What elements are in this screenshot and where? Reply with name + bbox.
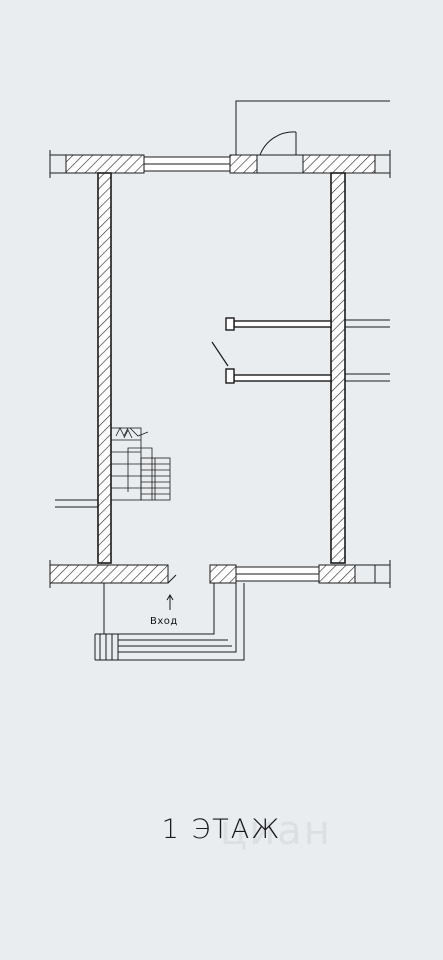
bottom-window xyxy=(235,566,320,582)
top-door xyxy=(257,131,303,174)
left-outer-stub xyxy=(55,499,98,508)
interior-partitions xyxy=(211,317,332,384)
bottom-wall xyxy=(49,560,391,588)
entrance-porch xyxy=(94,583,245,661)
top-wall xyxy=(49,150,391,178)
entrance-arrow-icon xyxy=(166,594,174,610)
right-wall xyxy=(330,172,346,564)
stairs xyxy=(110,427,171,501)
right-outer-stubs xyxy=(345,319,390,382)
outer-boundary-top xyxy=(235,100,390,155)
left-wall xyxy=(97,172,112,564)
entrance-label: Вход xyxy=(150,616,178,627)
watermark: циан xyxy=(220,808,332,854)
floor-title: 1 ЭТАЖ xyxy=(161,814,282,845)
top-window xyxy=(143,156,231,172)
